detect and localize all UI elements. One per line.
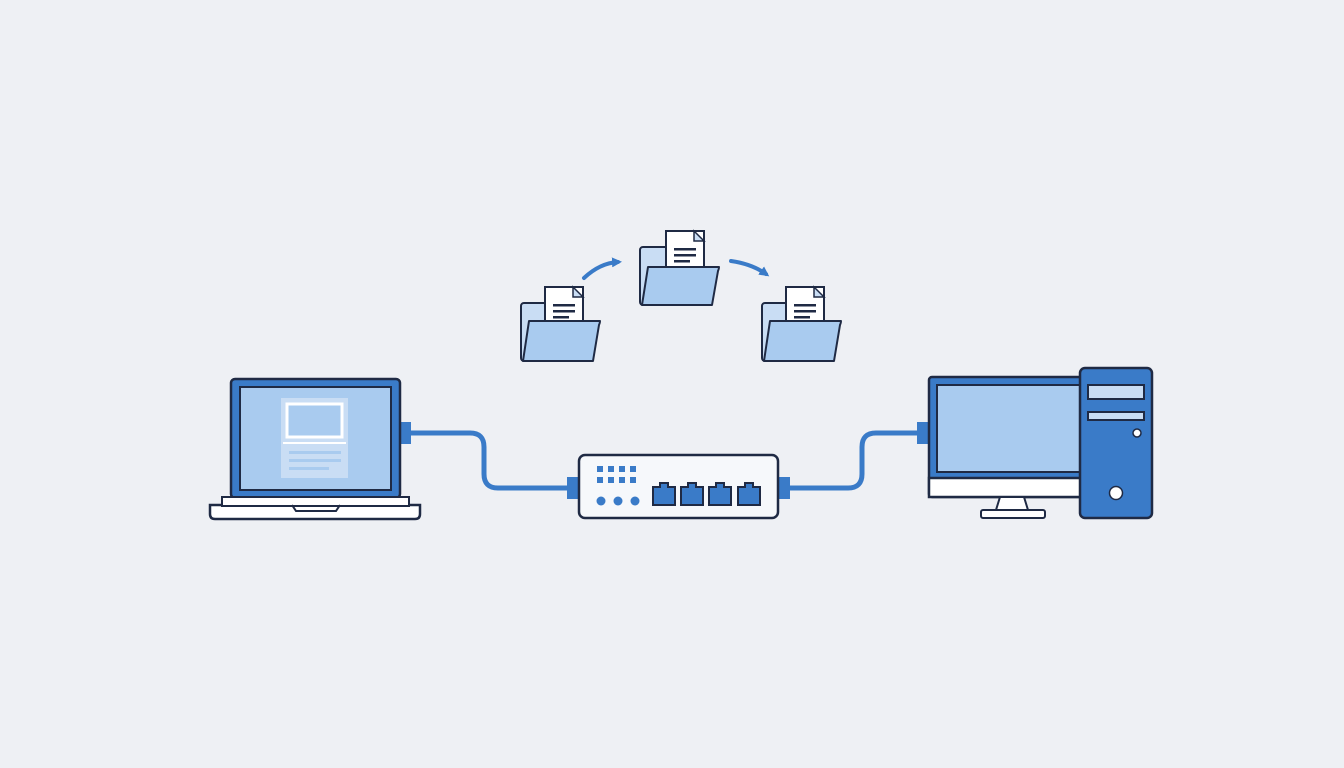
cable-switch-to-desktop: [778, 422, 928, 499]
cable-laptop-to-switch: [400, 422, 579, 499]
monitor-icon: [927, 375, 1091, 519]
switch-ethernet-ports: [652, 482, 761, 506]
switch-status-leds: [596, 466, 640, 506]
laptop-screen-document-icon: [281, 398, 348, 478]
power-button-icon: [1108, 485, 1124, 501]
transfer-arrow-icon: [729, 259, 770, 277]
laptop-cable-connector: [400, 422, 411, 444]
network-switch-icon: [577, 453, 780, 520]
laptop-icon: [208, 377, 422, 521]
desktop-computer-icon: [927, 366, 1154, 520]
ethernet-port-3: [708, 482, 732, 506]
transfer-arrow-icon: [582, 257, 622, 280]
folder-with-document-icon: [520, 285, 601, 362]
ethernet-port-4: [737, 482, 761, 506]
switch-right-cable-connector: [778, 477, 790, 499]
switch-left-cable-connector: [567, 477, 579, 499]
ethernet-port-1: [652, 482, 676, 506]
folder-with-document-icon: [761, 285, 842, 362]
desktop-cable-connector: [917, 422, 928, 444]
tower-case-icon: [1078, 366, 1154, 520]
folder-with-document-icon: [639, 229, 720, 306]
ethernet-port-2: [680, 482, 704, 506]
